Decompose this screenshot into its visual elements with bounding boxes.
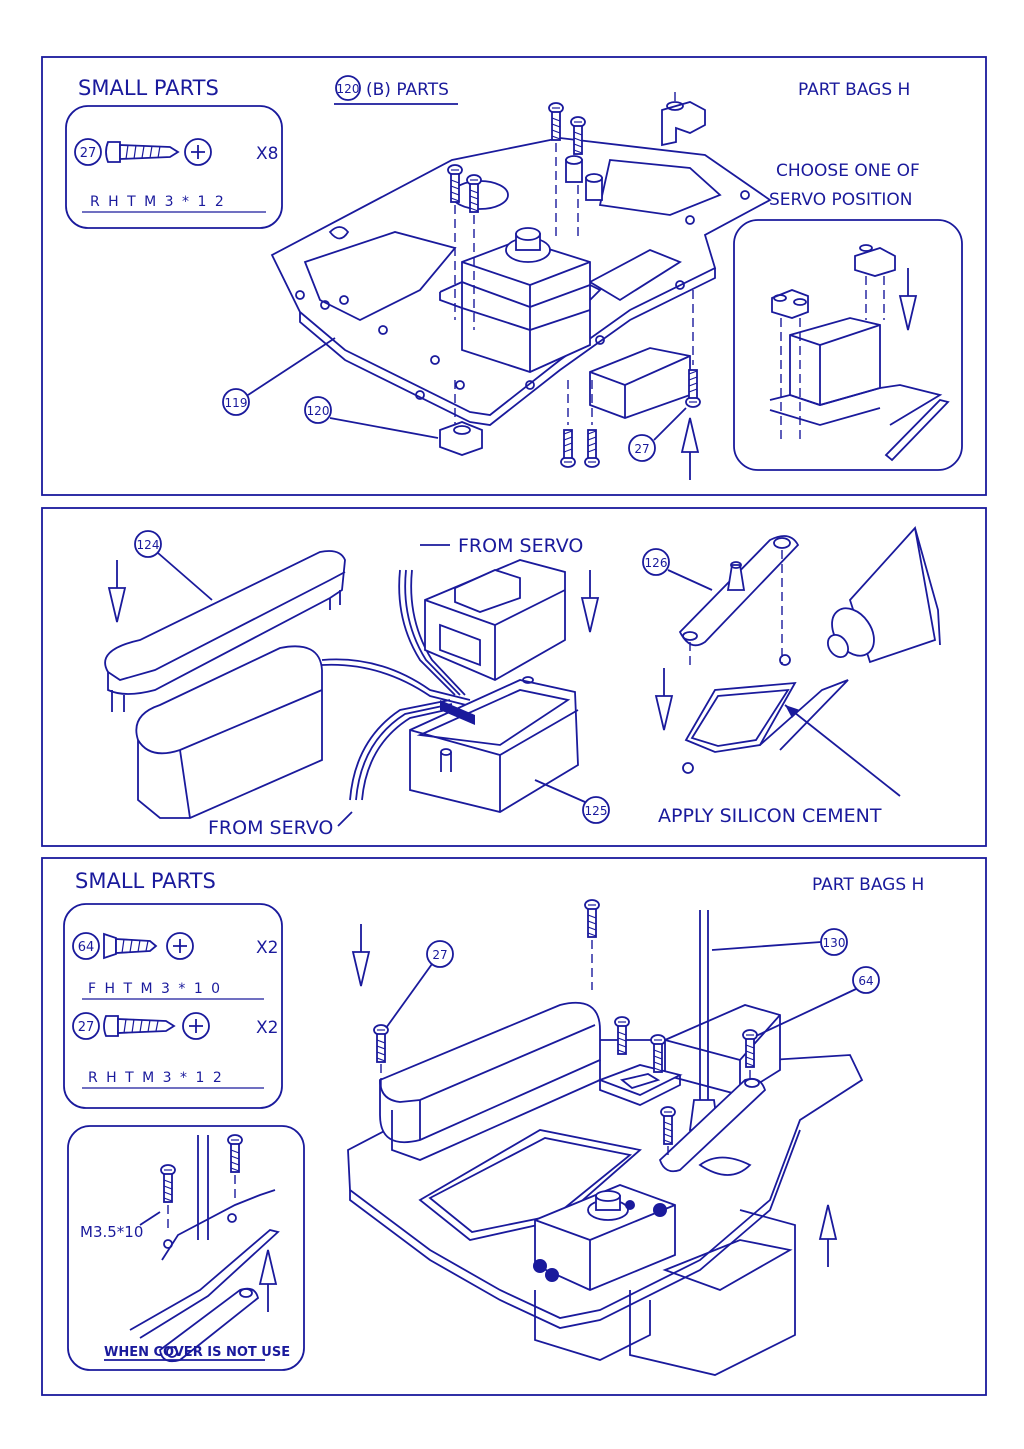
panel3-small-parts-title: SMALL PARTS: [75, 869, 216, 893]
panel1-screw-spec: R H T M 3 * 1 2: [90, 194, 226, 210]
callout-120: 120: [307, 404, 330, 418]
arrow-up-icon: [681, 417, 699, 481]
callout-124: 124: [137, 538, 160, 552]
receiver-case-lid: [424, 559, 566, 682]
screw-icon: [103, 1015, 176, 1037]
from-servo-top-label: FROM SERVO: [458, 535, 583, 557]
phillips-head-icon: [182, 1012, 210, 1040]
cement-tube-icon: [827, 526, 941, 664]
screw-icon: [447, 164, 463, 203]
callout-130: 130: [823, 936, 846, 950]
panel3-screw-a-spec: F H T M 3 * 1 0: [88, 981, 222, 997]
screw-icon: [548, 102, 564, 141]
servo-wires: [321, 569, 471, 801]
panel1-small-parts-title: SMALL PARTS: [78, 76, 219, 100]
arrow-down-icon: [352, 923, 370, 987]
screw-icon: [105, 141, 180, 163]
servo-mount-120-top: [661, 92, 706, 147]
panel3-screw-b-callout: 27: [78, 1020, 95, 1035]
callout-125: 125: [585, 804, 608, 818]
battery-pack: [135, 645, 323, 819]
callout-126: 126: [645, 556, 668, 570]
inset-caption-no-cover: WHEN COVER IS NOT USE: [104, 1345, 290, 1360]
panel-1-servo-mount: SMALL PARTS 120 (B) PARTS PART BAGS H 27…: [41, 56, 987, 496]
screw-icon: [160, 1164, 176, 1203]
battery-cover-124: [104, 550, 346, 712]
callout-27-panel1: 27: [634, 442, 649, 456]
panel3-bag-label: PART BAGS H: [812, 875, 924, 895]
servo-position-inset: [733, 219, 963, 471]
panel1-screw-callout: 27: [80, 146, 97, 161]
screw-icon: [560, 429, 576, 468]
panel3-screw-b-qty: X2: [256, 1018, 278, 1038]
panel1-screw-qty: X8: [256, 144, 278, 164]
panel1-bag-label: PART BAGS H: [798, 80, 910, 100]
spacer-posts: [565, 155, 603, 201]
arrow-down-icon: [108, 559, 126, 623]
arrow-down-icon: [899, 267, 917, 331]
arrow-down-icon: [581, 569, 599, 633]
from-servo-bottom-label: FROM SERVO: [208, 817, 333, 839]
cement-outline: [682, 654, 849, 774]
servo-mount-120-bottom: [439, 380, 483, 456]
screw-icon: [466, 174, 482, 213]
servo-alt-position: [589, 347, 691, 419]
phillips-head-icon: [166, 932, 194, 960]
panel-3-final-assembly: SMALL PARTS PART BAGS H 64 X2 F H T M 3 …: [41, 857, 987, 1396]
servo: [439, 227, 602, 373]
panel3-screw-a-qty: X2: [256, 938, 278, 958]
flat-head-screw-icon: [103, 932, 158, 960]
callout-27-panel3: 27: [432, 948, 447, 962]
phillips-head-icon: [184, 138, 212, 166]
inset-caption-line1: CHOOSE ONE OF: [776, 161, 920, 181]
receiver-case-125: [409, 676, 579, 813]
panel3-screw-b-spec: R H T M 3 * 1 2: [88, 1070, 224, 1086]
inset-screw-label: M3.5*10: [80, 1223, 143, 1241]
callout-119: 119: [225, 396, 248, 410]
panel3-screw-a-callout: 64: [78, 940, 95, 955]
screw-icon: [584, 899, 600, 938]
final-chassis-assembly: [347, 899, 864, 1376]
panel1-ref-label: (B) PARTS: [366, 80, 449, 100]
screw-icon: [584, 429, 600, 468]
callout-64: 64: [858, 974, 873, 988]
panel3-small-parts-box: 64 X2 F H T M 3 * 1 0 27: [63, 903, 283, 1109]
panel-2-receiver-battery: FROM SERVO FROM SERVO 124 125: [41, 507, 987, 847]
apply-cement-label: APPLY SILICON CEMENT: [658, 805, 882, 827]
screw-icon: [227, 1134, 243, 1173]
screw-icon: [373, 1024, 389, 1063]
arrow-down-icon: [655, 667, 673, 731]
inset-caption-line2: SERVO POSITION: [769, 190, 912, 210]
panel1-ref-circle: [335, 75, 361, 101]
panel1-small-parts-box: 27 X8 R H T M 3 * 1 2: [65, 105, 283, 229]
arrow-up-icon: [259, 1249, 277, 1313]
no-cover-inset: M3.5*10 WHEN COVER IS NOT USE: [67, 1125, 305, 1371]
panel1-ref-number: 120: [337, 82, 360, 96]
arrow-up-icon: [819, 1204, 837, 1268]
antenna-mount-126: [678, 535, 800, 668]
